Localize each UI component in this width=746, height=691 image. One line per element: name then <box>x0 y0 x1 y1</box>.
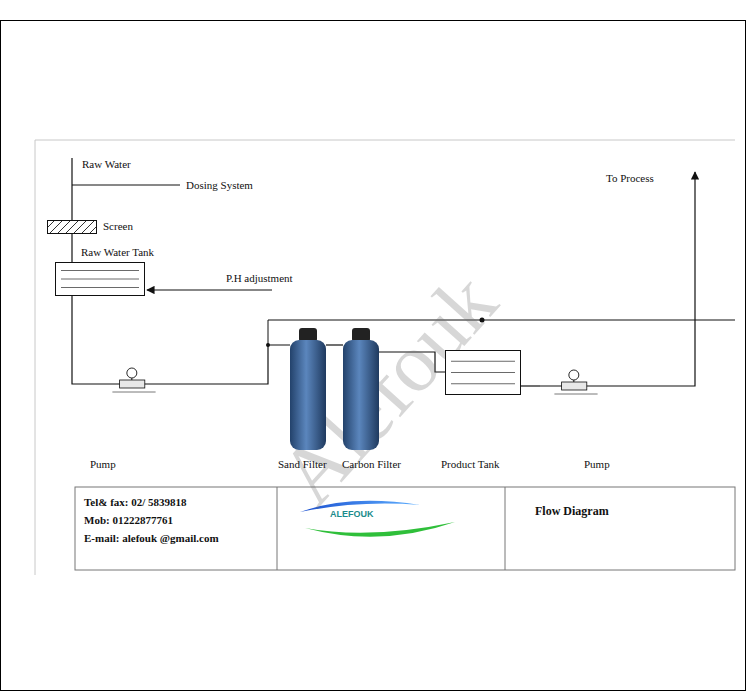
tank-outline <box>446 351 521 395</box>
filter-vessel <box>343 340 379 450</box>
contact-phone: Tel& fax: 02/ 5839818 <box>84 496 187 509</box>
carbon-filter-shape <box>343 328 379 450</box>
raw-water-pipe <box>71 158 72 220</box>
pump: Pump <box>98 366 170 396</box>
pump-base <box>112 392 155 393</box>
pump-shape <box>540 368 612 398</box>
water-level <box>61 287 139 288</box>
pump-symbol <box>98 366 170 396</box>
title-divider <box>277 487 278 570</box>
sand-filter-shape <box>290 328 326 450</box>
node-label: Sand Filter <box>278 458 327 471</box>
pump-body <box>120 380 145 388</box>
ph-dosing-arrow <box>147 289 272 290</box>
pump-stem <box>573 380 574 382</box>
water-level <box>451 361 515 362</box>
pipe-connector <box>72 296 98 384</box>
contact-email: E-mail: alefouk @gmail.com <box>84 532 219 545</box>
water-level <box>451 372 515 373</box>
control-valve <box>299 328 317 342</box>
drawing-title: Flow Diagram <box>535 504 609 518</box>
carbon-filter-symbol <box>343 328 379 450</box>
screen-shape <box>47 220 97 234</box>
title-divider <box>505 487 506 570</box>
product-tank: Product Tank <box>445 350 521 395</box>
sand-filter: Sand Filter <box>290 328 326 450</box>
screen-outline <box>48 221 97 234</box>
water-level <box>61 279 139 280</box>
raw-water-tank-symbol <box>55 262 145 296</box>
logo-swoosh <box>305 522 455 537</box>
pipe-connector <box>71 234 72 262</box>
filter-vessel <box>290 340 326 450</box>
tank-outline <box>56 263 145 296</box>
pump-shape <box>98 366 170 396</box>
ph-label: P.H adjustment <box>226 272 293 285</box>
inlet-label: Raw Water <box>82 158 131 171</box>
pipe-connector <box>326 344 343 345</box>
node-label: Pump <box>90 458 116 471</box>
node-label: Product Tank <box>441 458 500 471</box>
pump-body <box>562 382 587 390</box>
node-label: Carbon Filter <box>342 458 401 471</box>
pump-gauge <box>127 368 137 378</box>
pump-base <box>554 394 597 395</box>
screen: Screen <box>47 220 97 234</box>
to-process-pipe <box>612 172 695 386</box>
pump-gauge <box>569 370 579 380</box>
water-level <box>451 383 515 384</box>
logo-text: ALEFOUK <box>330 509 374 519</box>
pump-stem <box>131 378 132 380</box>
drawing-frame <box>35 140 735 575</box>
control-valve <box>352 328 370 342</box>
raw-water-tank: Raw Water Tank <box>55 262 145 296</box>
page-frame <box>1 21 746 691</box>
raw-water-tank-shape <box>55 262 145 296</box>
pump: Pump <box>540 368 612 398</box>
dosing-label: Dosing System <box>186 179 253 192</box>
dosing-pipe <box>72 185 180 186</box>
node-label: Raw Water Tank <box>81 246 154 259</box>
pipe-connector <box>170 345 290 384</box>
node-label: Pump <box>584 458 610 471</box>
pipe-connector <box>521 385 540 386</box>
carbon-filter: Carbon Filter <box>343 328 379 450</box>
contact-mobile: Mob: 01222877761 <box>84 514 173 527</box>
title-block <box>75 487 735 570</box>
product-tank-symbol <box>445 350 521 395</box>
sand-filter-symbol <box>290 328 326 450</box>
product-tank-shape <box>445 350 521 395</box>
outlet-label: To Process <box>606 172 654 185</box>
water-level <box>61 270 139 271</box>
node-label: Screen <box>103 220 133 233</box>
pump-symbol <box>540 368 612 398</box>
screen-symbol <box>47 220 97 234</box>
